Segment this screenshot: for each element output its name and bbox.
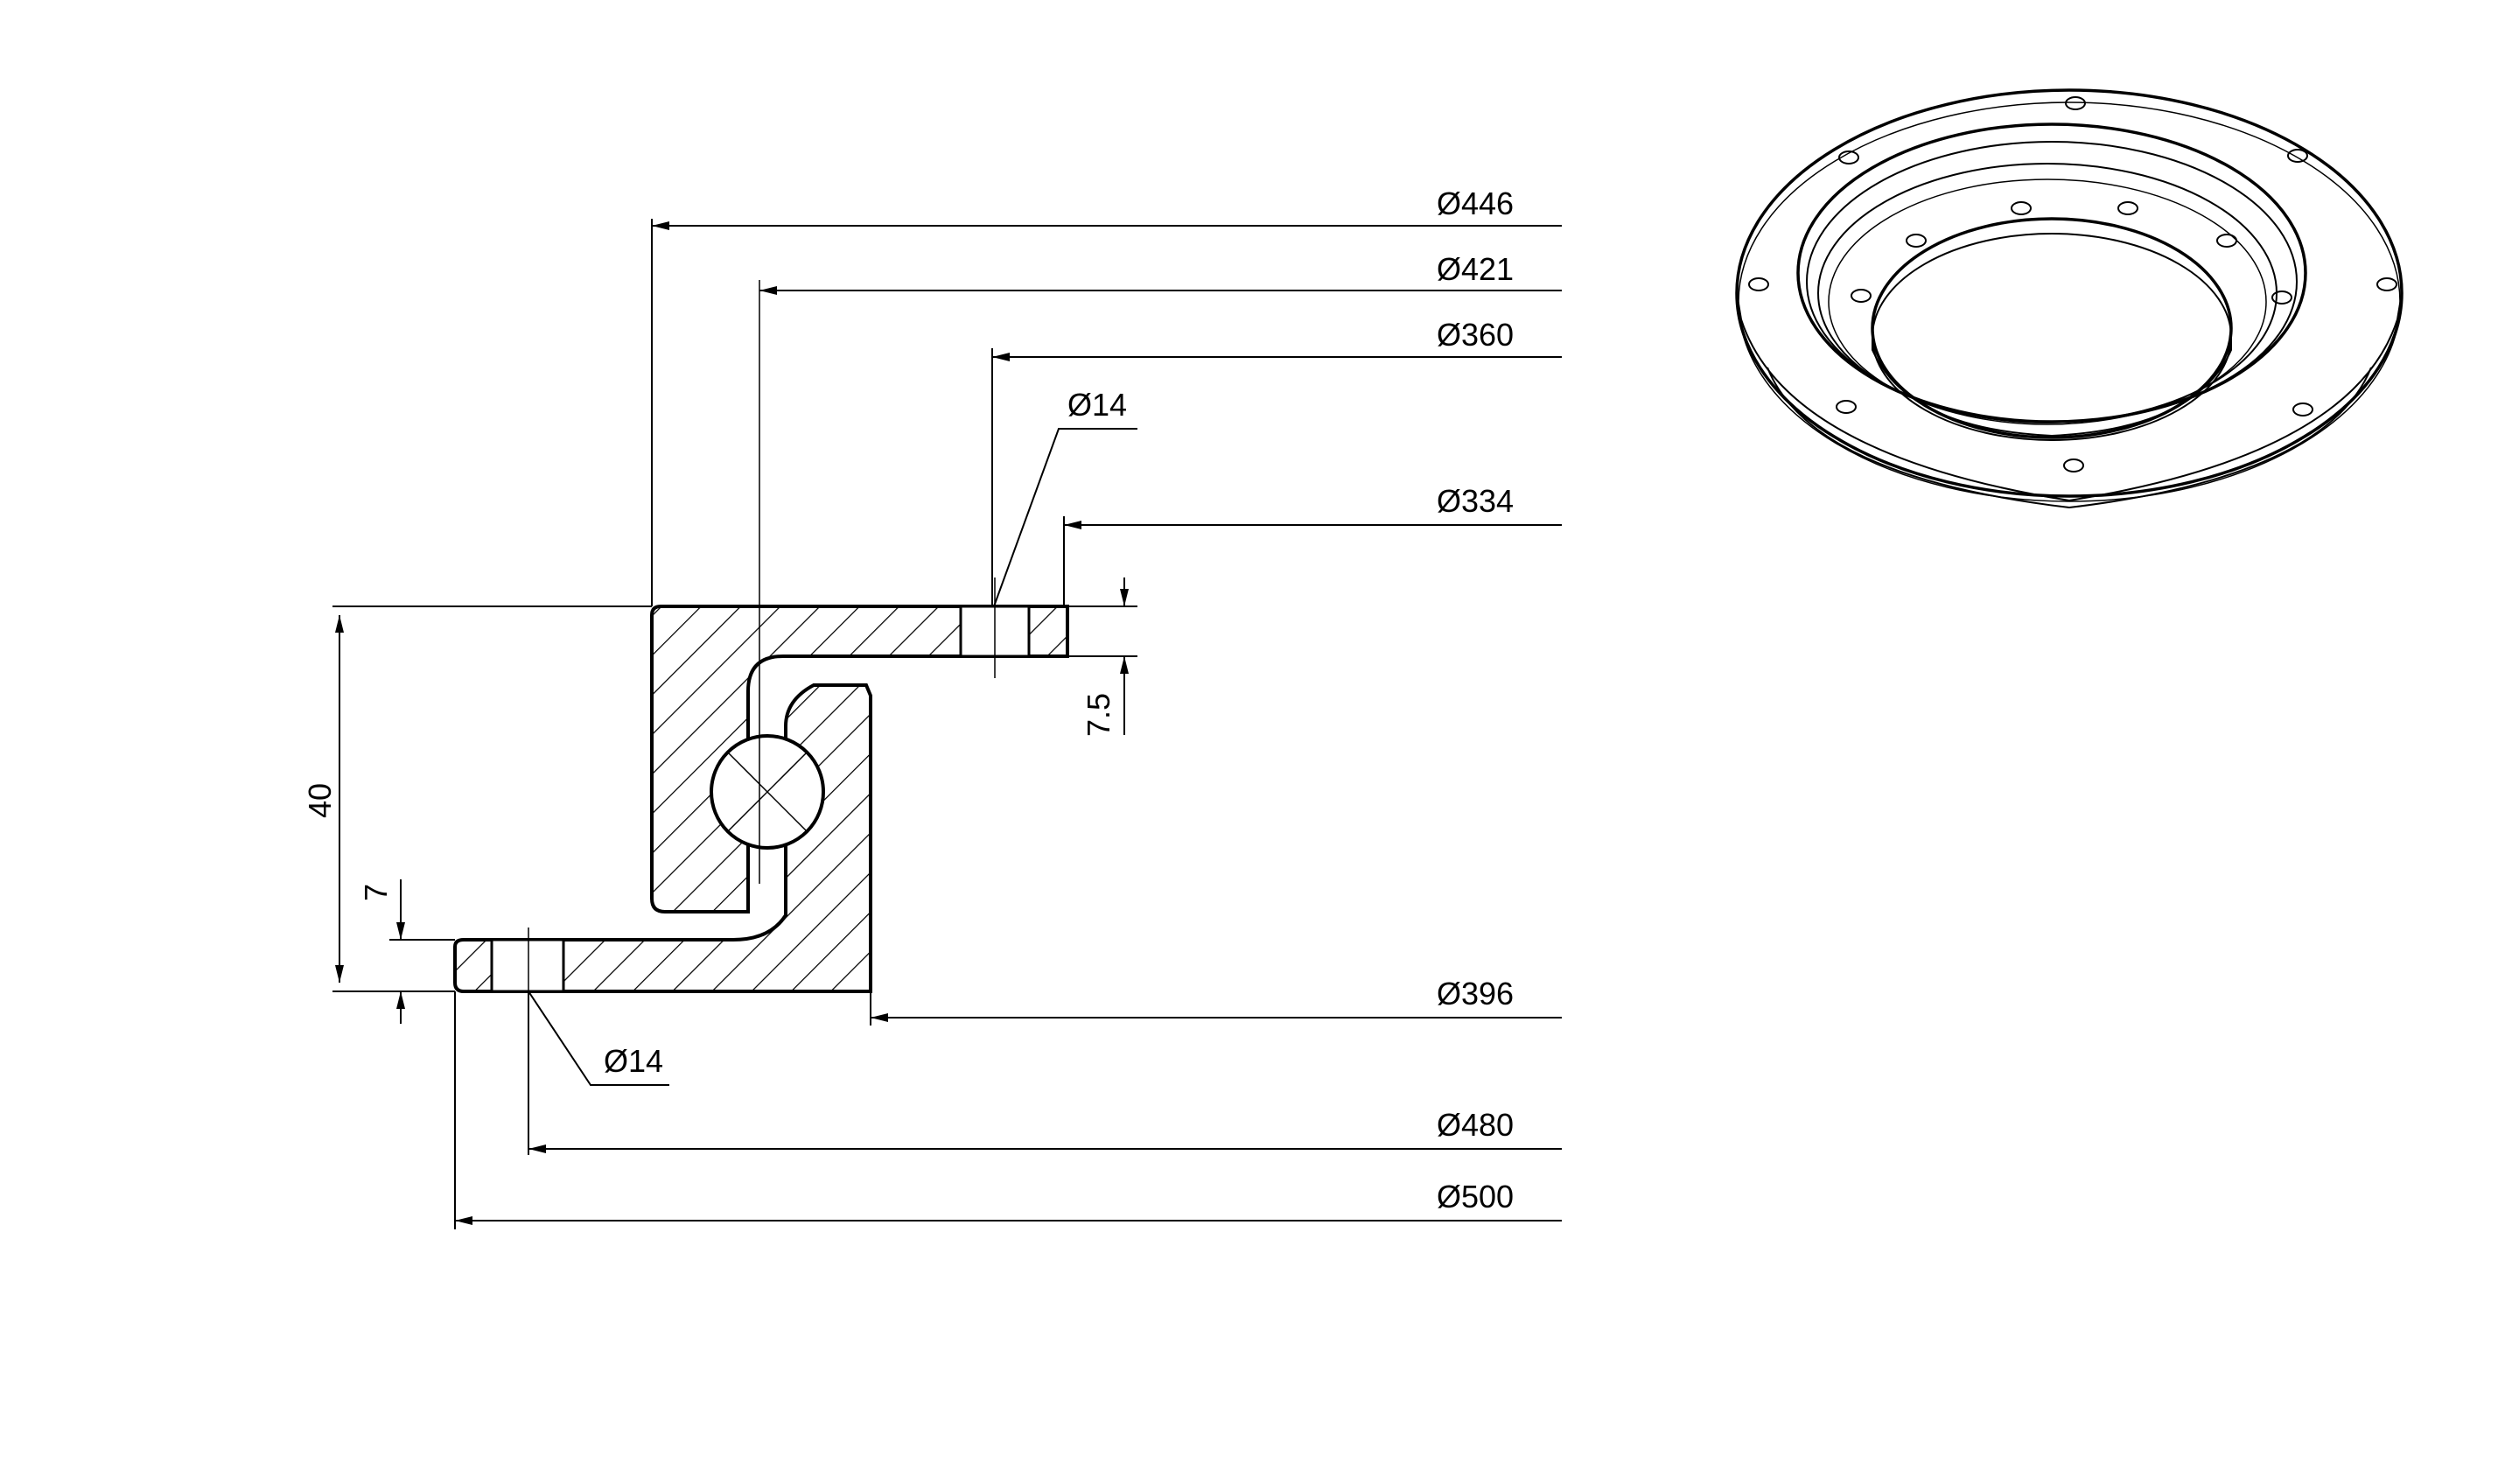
inner-bolt-holes <box>1851 201 2292 304</box>
dim-d500: Ø500 <box>1437 1179 1514 1214</box>
dim-d446: Ø446 <box>1437 186 1514 221</box>
dim-d360: Ø360 <box>1437 317 1514 353</box>
diameter-dimensions: Ø446 Ø421 Ø360 Ø14 Ø334 7.5 Ø396 Ø14 Ø48… <box>454 186 1562 1229</box>
dim-d421: Ø421 <box>1437 251 1514 287</box>
height-dimensions: 40 7 <box>302 606 652 1024</box>
dim-40: 40 <box>302 783 338 818</box>
dim-d334: Ø334 <box>1437 483 1514 519</box>
dim-d14-bottom: Ø14 <box>604 1043 663 1079</box>
bearing-isometric-view <box>1735 88 2404 509</box>
dim-d480: Ø480 <box>1437 1107 1514 1143</box>
outer-bolt-holes <box>1748 96 2397 472</box>
bearing-cross-section <box>453 280 1069 1002</box>
dim-d396: Ø396 <box>1437 976 1514 1012</box>
bottom-bolt-hole <box>490 938 565 993</box>
dim-d14-top: Ø14 <box>1067 387 1127 423</box>
dim-7-5: 7.5 <box>1081 693 1116 737</box>
dim-7: 7 <box>358 884 394 901</box>
